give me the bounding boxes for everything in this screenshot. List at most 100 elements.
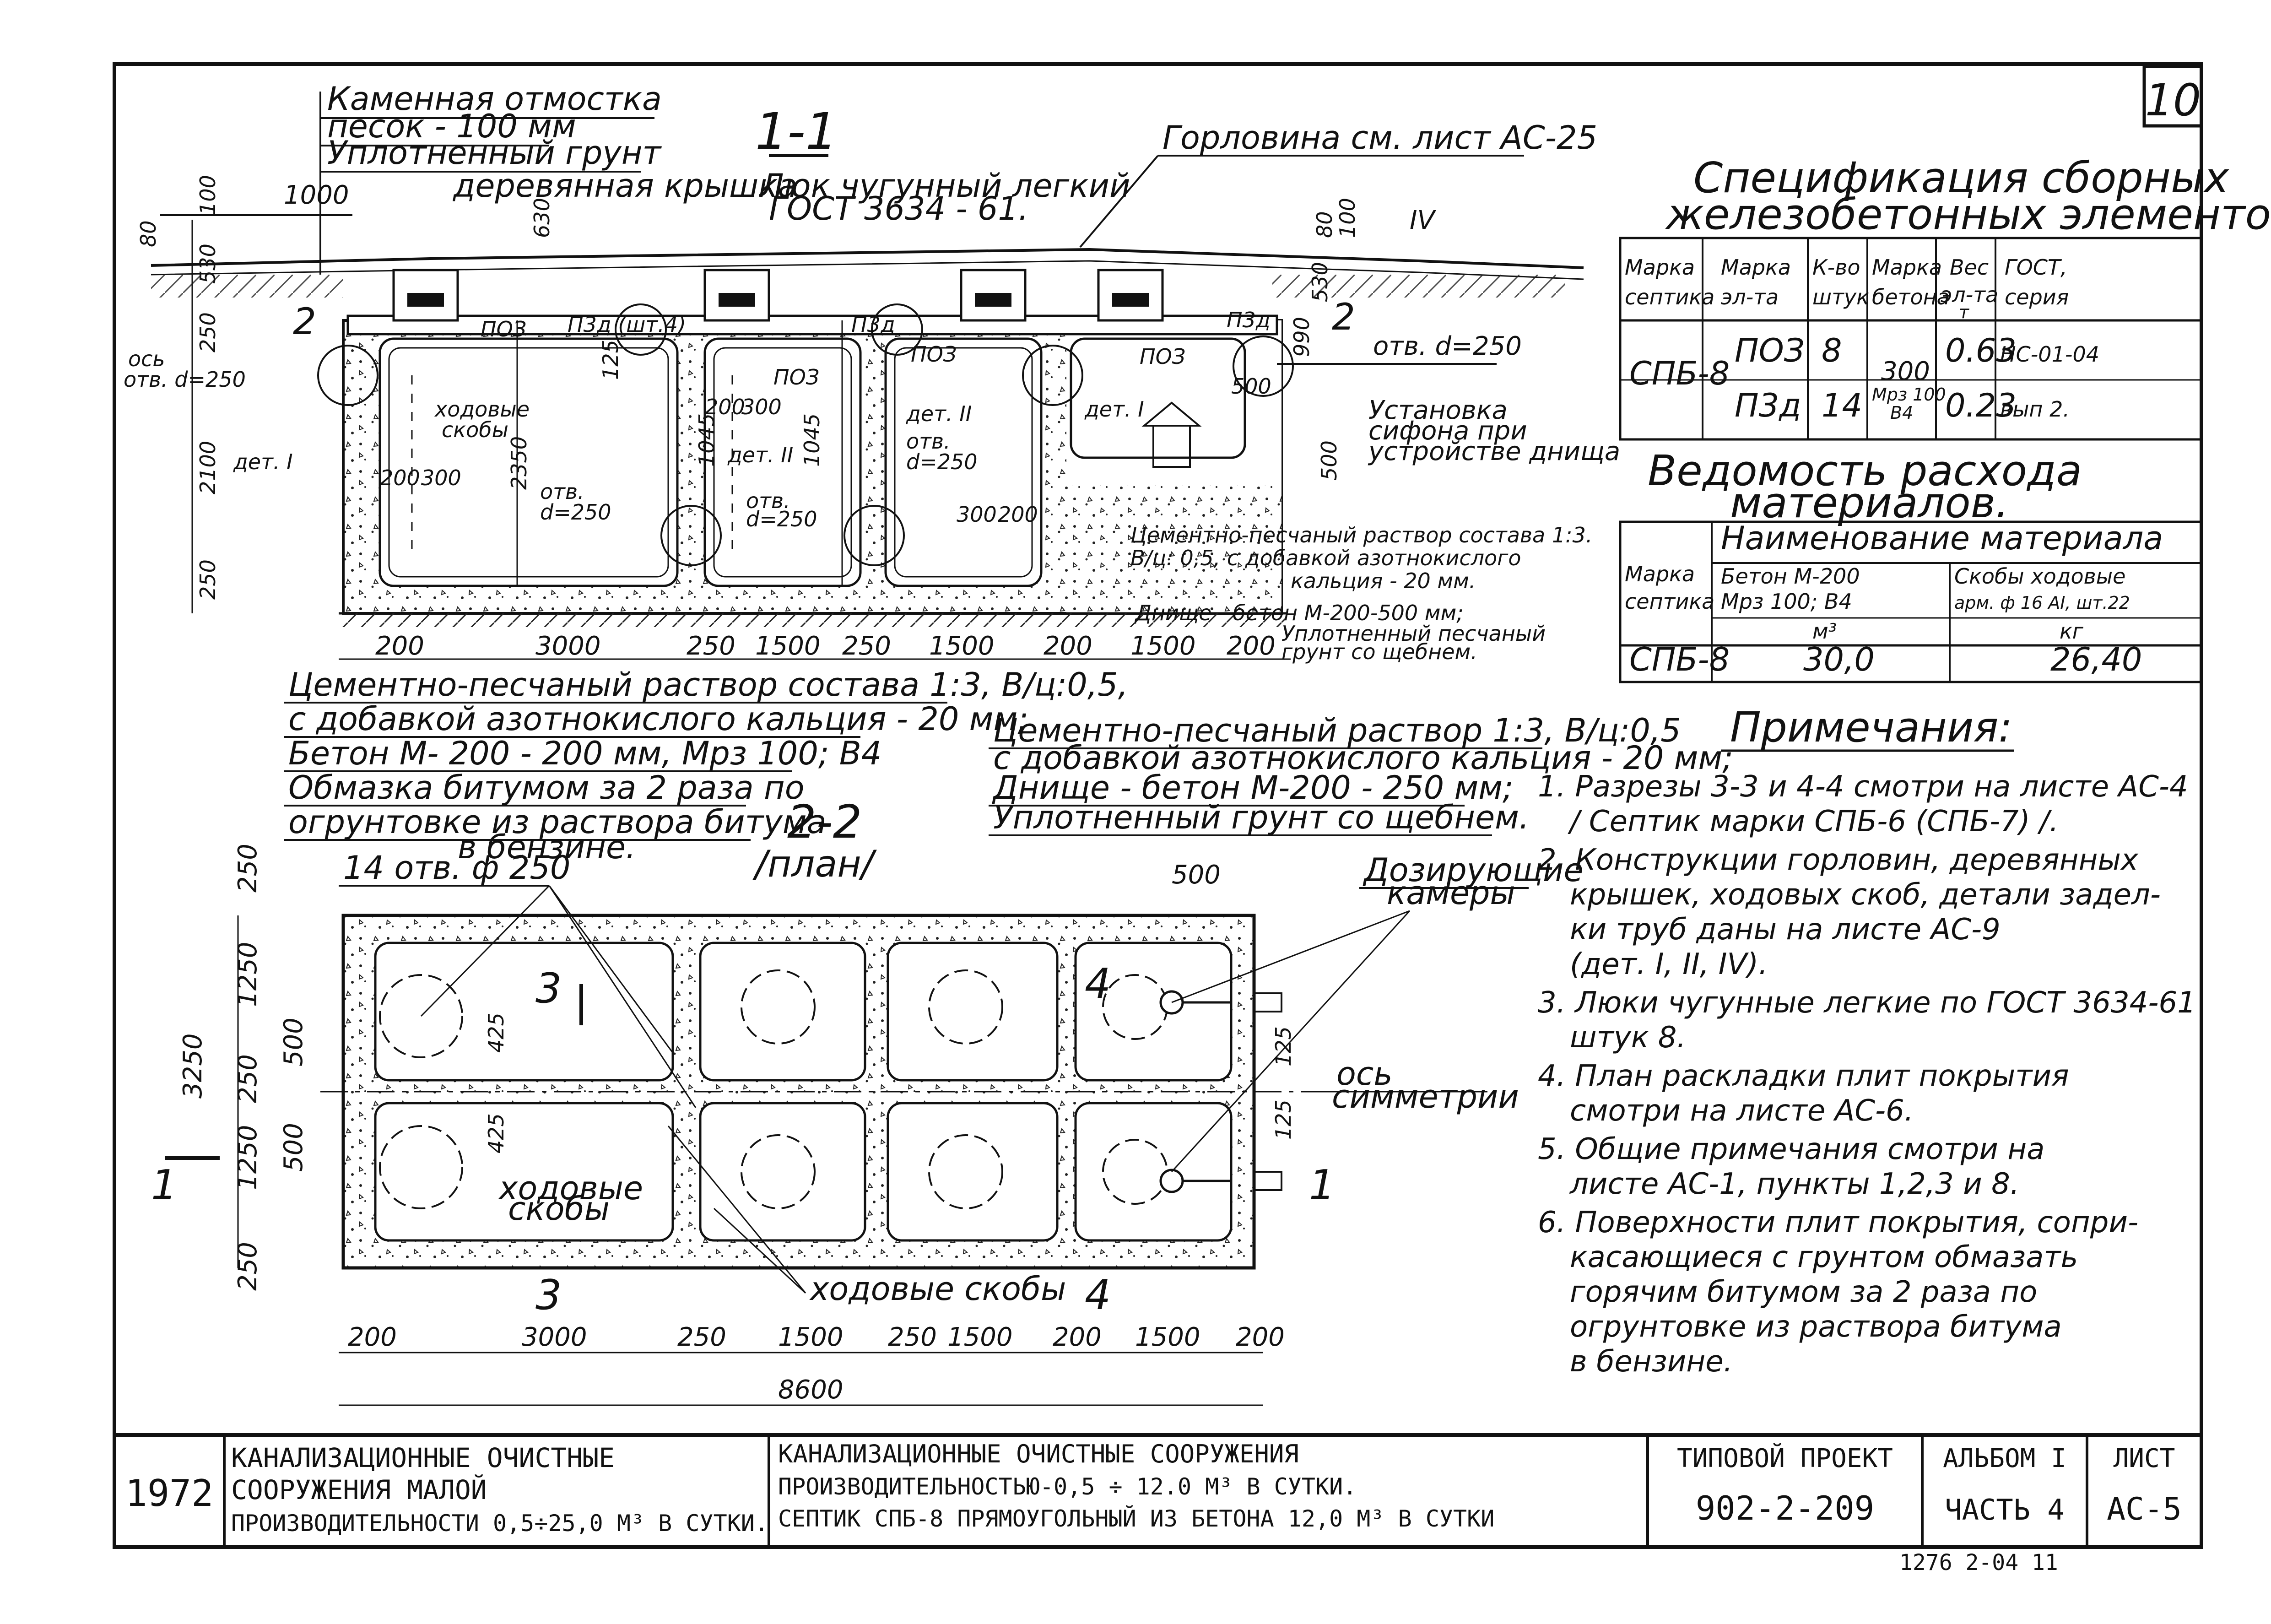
svg-text:эл-та: эл-та — [1721, 285, 1779, 309]
plan-hodovye-1: ходовые — [498, 1169, 643, 1207]
svg-text:штук: штук — [1812, 285, 1869, 309]
svg-text:Бетон М-200: Бетон М-200 — [1721, 564, 1860, 589]
label-poz-4: ПОЗ — [1140, 344, 1185, 369]
svg-text:1250: 1250 — [233, 942, 263, 1007]
svg-text:арм. ф 16 АI, шт.22: арм. ф 16 АI, шт.22 — [1954, 593, 2130, 613]
svg-text:Марка: Марка — [1625, 255, 1695, 280]
plan-marker-4-top: 4 — [1085, 960, 1111, 1008]
svg-text:Марка: Марка — [1625, 562, 1695, 586]
svg-text:30,0: 30,0 — [1803, 641, 1875, 678]
svg-text:3000: 3000 — [535, 631, 601, 661]
note-line: касающиеся с грунтом обмазать — [1570, 1240, 2078, 1274]
plan-chambers — [374, 942, 1233, 1242]
svg-text:100: 100 — [195, 175, 220, 215]
title-sheet: АС-5 — [2107, 1491, 2182, 1527]
spec-table: Спецификация сборных железобетонных элем… — [1619, 153, 2271, 441]
label-grunt: Уплотненный грунт — [327, 134, 662, 172]
note-line: 6. Поверхности плит покрытия, сопри- — [1538, 1206, 2138, 1240]
spec-title-2: железобетонных элементов. — [1665, 190, 2271, 239]
svg-text:ЛИСТ: ЛИСТ — [2114, 1444, 2175, 1473]
svg-text:250: 250 — [888, 1322, 937, 1352]
svg-text:1045: 1045 — [694, 413, 719, 467]
svg-text:500: 500 — [279, 1123, 308, 1172]
marker-2-right: 2 — [1332, 296, 1355, 338]
spec-title-1: Спецификация сборных — [1693, 153, 2230, 202]
svg-text:Бетон М- 200 - 200 мм, Мрз 100: Бетон М- 200 - 200 мм, Мрз 100; В4 — [288, 735, 881, 772]
svg-text:8: 8 — [1822, 332, 1842, 369]
svg-text:Цементно-песчаный раствор сост: Цементно-песчаный раствор состава 1:3, В… — [288, 666, 1128, 704]
note-line: горячим битумом за 2 раза по — [1570, 1275, 2037, 1309]
note-line: листе АС-1, пункты 1,2,3 и 8. — [1569, 1167, 2019, 1201]
plan-dozir-1: Дозирующие — [1363, 851, 1584, 889]
plan-marker-4-bottom: 4 — [1085, 1271, 1111, 1319]
plan-dozir-2: камеры — [1387, 874, 1515, 912]
svg-text:т: т — [1959, 302, 1970, 322]
svg-text:80: 80 — [136, 220, 161, 247]
svg-text:СПБ-8: СПБ-8 — [1629, 355, 1730, 392]
svg-text:250: 250 — [233, 1054, 263, 1103]
label-p3d-2: П3д — [1227, 308, 1271, 332]
svg-text:530: 530 — [195, 244, 220, 284]
svg-text:КАНАЛИЗАЦИОННЫЕ ОЧИСТНЫЕ: КАНАЛИЗАЦИОННЫЕ ОЧИСТНЫЕ — [231, 1442, 615, 1473]
svg-text:Уплотненный грунт со щебнем.: Уплотненный грунт со щебнем. — [993, 799, 1529, 836]
svg-text:ПОЗ: ПОЗ — [1735, 332, 1805, 369]
svg-text:Уплотненный песчаный: Уплотненный песчаный — [1281, 621, 1546, 646]
svg-text:с добавкой азотнокислого кальц: с добавкой азотнокислого кальция - 20 мм… — [993, 739, 1733, 777]
svg-text:1500: 1500 — [1135, 1322, 1200, 1352]
svg-text:ПРОИЗВОДИТЕЛЬНОСТЬЮ-0,5 ÷ 12.0: ПРОИЗВОДИТЕЛЬНОСТЬЮ-0,5 ÷ 12.0 М³ В СУТК… — [778, 1473, 1357, 1500]
svg-text:Цементно-песчаный раствор 1:3,: Цементно-песчаный раствор 1:3, В/ц:0,5 — [993, 712, 1681, 749]
svg-text:500: 500 — [1317, 440, 1341, 481]
svg-text:100: 100 — [1335, 198, 1360, 238]
plan-subtitle: /план/ — [752, 843, 877, 885]
svg-text:СООРУЖЕНИЯ МАЛОЙ: СООРУЖЕНИЯ МАЛОЙ — [231, 1474, 487, 1505]
marker-IV: IV — [1410, 206, 1437, 235]
svg-text:250: 250 — [687, 631, 735, 661]
svg-text:АЛЬБОМ I: АЛЬБОМ I — [1943, 1444, 2066, 1473]
notes-title: Примечания: — [1730, 704, 2012, 752]
plan-vertical-dims: 250 1250 500 3250 250 1250 500 250 425 4… — [178, 844, 1296, 1291]
svg-text:200: 200 — [998, 502, 1038, 527]
label-d250-3: d=250 — [906, 449, 978, 474]
label-d250-1: d=250 — [540, 500, 611, 525]
septic-section-body — [317, 269, 1294, 627]
svg-text:Днище - бетон М-200-500 мм;: Днище - бетон М-200-500 мм; — [1134, 601, 1464, 625]
label-os-otv-2: отв. d=250 — [124, 367, 246, 392]
svg-text:серия: серия — [2005, 285, 2069, 309]
notes-block: Примечания: 1. Разрезы 3-3 и 4-4 смотри … — [1538, 704, 2196, 1379]
plan-horizontal-dims: 200 3000 250 1500 250 1500 200 1500 200 … — [339, 1322, 1285, 1406]
label-det2-b: дет. II — [906, 401, 972, 426]
svg-text:425: 425 — [484, 1113, 508, 1153]
svg-text:1276 2-04 11: 1276 2-04 11 — [1899, 1550, 2058, 1575]
note-line: 1. Разрезы 3-3 и 4-4 смотри на листе АС-… — [1538, 770, 2188, 804]
title-project: 902-2-209 — [1696, 1489, 1874, 1527]
svg-text:14: 14 — [1822, 387, 1862, 424]
section-1-1: 1-1 Каменная отмостка песок - 100 мм Упл… — [124, 80, 1733, 866]
note-line: 4. План раскладки плит покрытия — [1538, 1059, 2069, 1093]
svg-text:300: 300 — [741, 395, 782, 419]
svg-text:грунт со щебнем.: грунт со щебнем. — [1281, 639, 1477, 664]
svg-text:250: 250 — [677, 1322, 726, 1352]
label-otv-3: отв. — [906, 429, 951, 454]
note-line: в бензине. — [1570, 1345, 1733, 1379]
label-ustanovka-1: Установка — [1368, 395, 1508, 425]
svg-text:1250: 1250 — [233, 1125, 263, 1190]
note-line: (дет. I, II, IV). — [1570, 947, 1768, 981]
svg-text:200: 200 — [1236, 1322, 1285, 1352]
dim-1000: 1000 — [284, 180, 349, 210]
svg-text:огрунтовке из раствора битума: огрунтовке из раствора битума — [288, 803, 826, 841]
label-os-otv: ось — [128, 346, 165, 371]
note-line: 5. Общие примечания смотри на — [1538, 1132, 2044, 1166]
title-year: 1972 — [125, 1472, 214, 1515]
svg-text:250: 250 — [195, 312, 220, 352]
material-title-1: Ведомость расхода — [1648, 446, 2082, 495]
svg-text:НС-01-04: НС-01-04 — [2000, 342, 2099, 367]
notes-list: 1. Разрезы 3-3 и 4-4 смотри на листе АС-… — [1538, 770, 2196, 1379]
svg-text:СЕПТИК СПБ-8 ПРЯМОУГОЛЬНЫЙ ИЗ: СЕПТИК СПБ-8 ПРЯМОУГОЛЬНЫЙ ИЗ БЕТОНА 12,… — [778, 1505, 1494, 1532]
svg-text:с добавкой азотнокислого кальц: с добавкой азотнокислого кальция - 20 мм… — [288, 700, 1028, 738]
svg-text:990: 990 — [1289, 317, 1314, 357]
label-kryshka: деревянная крышка — [453, 167, 797, 205]
svg-text:26,40: 26,40 — [2050, 641, 2142, 678]
label-ustanovka-2: сифона при — [1368, 416, 1527, 446]
